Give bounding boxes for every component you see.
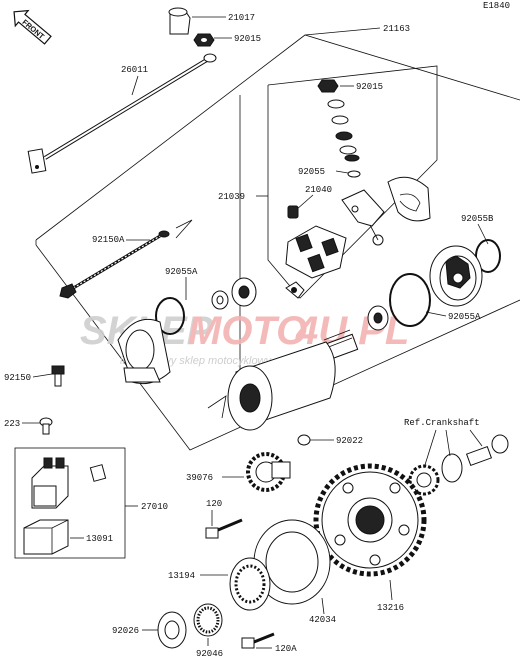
label-21017: 21017 — [228, 13, 255, 23]
bearing-front — [211, 277, 257, 310]
nut-92015-stack — [317, 79, 339, 93]
label-92055a-left: 92055A — [165, 267, 198, 277]
front-cover — [117, 318, 171, 385]
label-13216: 13216 — [377, 603, 404, 613]
one-way-clutch-42034 — [229, 519, 331, 611]
needle-bearing-92046 — [193, 603, 223, 637]
label-21163: 21163 — [383, 24, 410, 34]
rear-cover — [429, 245, 483, 307]
nut-92015-top — [193, 33, 215, 47]
label-39076: 39076 — [186, 473, 213, 483]
relay-cover-13091 — [23, 519, 69, 555]
washer-92026 — [157, 611, 187, 649]
bolt-92150 — [51, 365, 65, 387]
label-92022: 92022 — [336, 436, 363, 446]
label-ref-crankshaft: Ref.Crankshaft — [404, 418, 480, 428]
label-21040: 21040 — [305, 185, 332, 195]
label-223: 223 — [4, 419, 20, 429]
washer-92022 — [297, 434, 311, 446]
relay — [31, 457, 69, 509]
label-13194: 13194 — [168, 571, 195, 581]
diagram-code: E1840 — [483, 1, 510, 11]
front-arrow-icon: FRONT — [13, 9, 52, 45]
fuse — [89, 464, 107, 482]
watermark-part-b: MOTO — [188, 309, 307, 353]
label-27010: 27010 — [141, 502, 168, 512]
washer-stack — [327, 99, 360, 162]
o-ring-92055 — [347, 170, 361, 178]
label-92055b: 92055B — [461, 214, 494, 224]
bolt-120a — [241, 632, 275, 649]
o-ring-92055a-right — [389, 273, 431, 327]
label-92150a: 92150A — [92, 235, 125, 245]
label-92015-stack: 92015 — [356, 82, 383, 92]
o-ring-small — [158, 230, 170, 238]
label-26011: 26011 — [121, 65, 148, 75]
starter-clutch-13216 — [313, 463, 427, 577]
label-92026: 92026 — [112, 626, 139, 636]
label-92046: 92046 — [196, 649, 223, 659]
idler-gear-39076 — [246, 452, 291, 492]
o-ring-92055a-left — [155, 297, 185, 335]
label-21039: 21039 — [218, 192, 245, 202]
cable-26011 — [27, 53, 217, 174]
screw-223 — [39, 417, 53, 435]
brush-plate — [341, 189, 385, 246]
label-120a: 120A — [275, 644, 297, 654]
terminal-cap-21017 — [168, 7, 191, 35]
label-42034: 42034 — [309, 615, 336, 625]
label-92055a-right: 92055A — [448, 312, 481, 322]
label-120: 120 — [206, 499, 222, 509]
end-bracket — [387, 176, 431, 222]
bolt-120 — [205, 518, 243, 539]
bearing-rear — [367, 305, 389, 331]
label-13091: 13091 — [86, 534, 113, 544]
brush-holder-21039 — [285, 225, 347, 299]
long-bolt-92150a — [59, 234, 161, 299]
brush-spring-21040 — [287, 205, 299, 219]
starter-yoke — [227, 341, 336, 431]
crankshaft-gear — [408, 434, 509, 496]
relay-assembly-box — [14, 447, 126, 559]
label-92015-top: 92015 — [234, 34, 261, 44]
label-92150: 92150 — [4, 373, 31, 383]
label-92055: 92055 — [298, 167, 325, 177]
